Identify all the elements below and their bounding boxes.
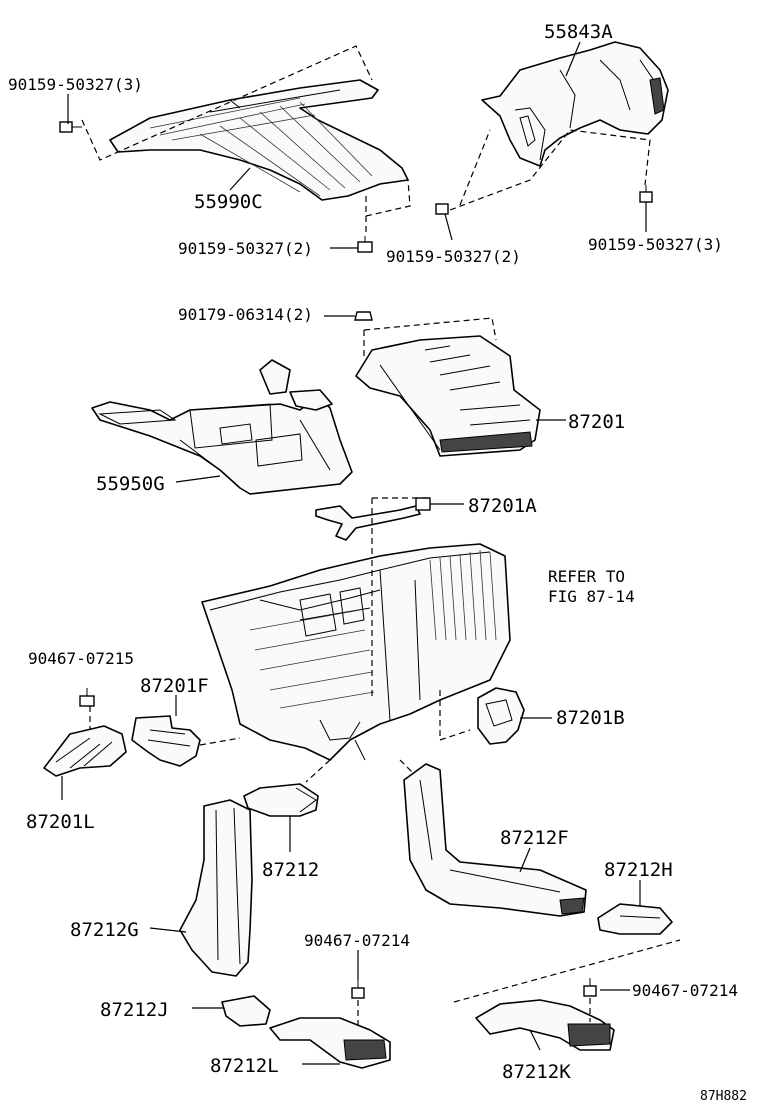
part-label-55990c: 55990C — [194, 191, 263, 213]
part-87212f-duct — [403, 763, 587, 917]
part-label-87201: 87201 — [568, 411, 625, 433]
part-label-90159-50327-top-left: 90159-50327(3) — [8, 75, 143, 94]
part-87212h-duct — [597, 903, 673, 935]
guide-line — [363, 317, 497, 341]
part-87212j-duct — [221, 995, 271, 1027]
clip-nut-icon — [354, 311, 373, 321]
part-87212g-duct — [179, 799, 253, 977]
part-label-55843a: 55843A — [544, 21, 613, 43]
part-label-90159-50327-right-2: 90159-50327(2) — [386, 247, 521, 266]
part-label-90159-50327-center: 90159-50327(2) — [178, 239, 313, 258]
part-label-87212l: 87212L — [210, 1055, 279, 1077]
part-55950g-duct — [91, 359, 353, 495]
part-label-90467-07215: 90467-07215 — [28, 649, 134, 668]
bolt-icon — [435, 203, 449, 215]
part-label-90179-06314: 90179-06314(2) — [178, 305, 313, 324]
part-label-90467-07214-center: 90467-07214 — [304, 931, 410, 950]
part-55843a-duct — [481, 41, 669, 167]
part-label-87212h: 87212H — [604, 859, 673, 881]
part-87201-cover — [355, 335, 541, 457]
part-87212k-duct — [475, 999, 615, 1051]
part-87201b-connector — [477, 687, 525, 745]
refer-note-line-2: FIG 87-14 — [548, 587, 635, 606]
part-label-87201a: 87201A — [468, 495, 537, 517]
guide-line — [439, 690, 471, 741]
part-55990c-cover — [109, 79, 409, 201]
part-87201f-bracket — [131, 715, 201, 767]
hvac-unit-main — [201, 543, 511, 761]
part-label-90467-07214-right: 90467-07214 — [632, 981, 738, 1000]
guide-line — [453, 939, 681, 1003]
guide-line — [449, 129, 651, 211]
part-label-90159-50327-right-3: 90159-50327(3) — [588, 235, 723, 254]
bolt-icon — [639, 185, 653, 203]
bolt-icon — [583, 978, 597, 1022]
part-label-87212k: 87212K — [502, 1061, 571, 1083]
guide-line — [81, 45, 373, 161]
guide-line — [305, 759, 331, 783]
bolt-icon — [357, 236, 373, 253]
part-label-87212j: 87212J — [100, 999, 169, 1021]
part-87212-duct — [243, 783, 319, 817]
bolt-icon — [59, 121, 82, 133]
part-label-87212g: 87212G — [70, 919, 139, 941]
part-label-55950g: 55950G — [96, 473, 165, 495]
part-label-87212f: 87212F — [500, 827, 569, 849]
figure-id: 87H882 — [700, 1089, 747, 1104]
bolt-icon — [351, 980, 365, 1030]
part-87201a-hose — [315, 497, 431, 541]
part-label-87212: 87212 — [262, 859, 319, 881]
part-label-87201l: 87201L — [26, 811, 95, 833]
refer-note-line-1: REFER TO — [548, 567, 625, 586]
part-87212l-duct — [269, 1017, 391, 1069]
guide-line — [365, 179, 411, 217]
part-87201l-duct — [43, 725, 127, 777]
leader-lines — [61, 41, 647, 1065]
guide-line — [459, 129, 491, 206]
part-label-87201f: 87201F — [140, 675, 209, 697]
part-label-87201b: 87201B — [556, 707, 625, 729]
bolt-icon — [79, 688, 95, 707]
guide-line — [199, 737, 241, 746]
